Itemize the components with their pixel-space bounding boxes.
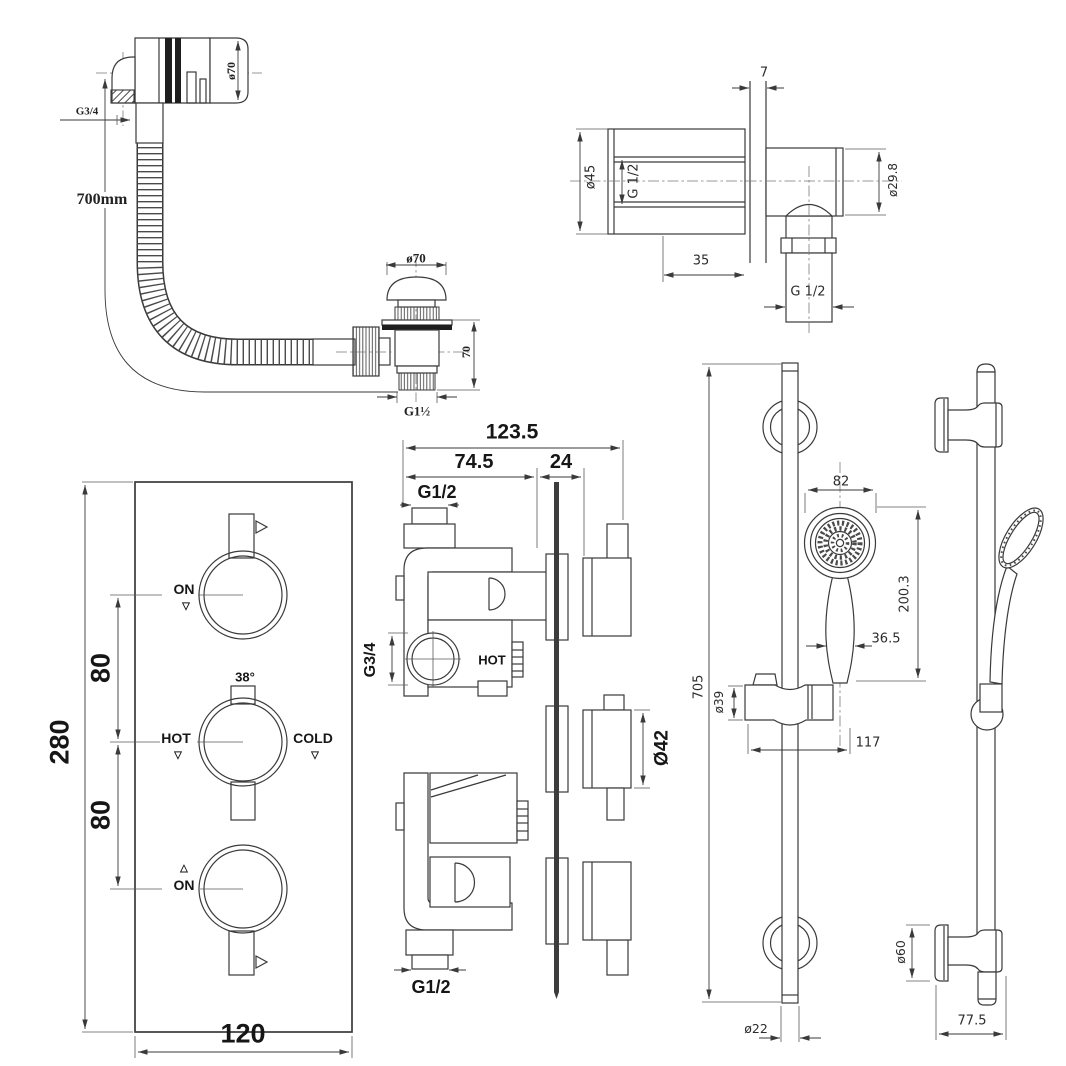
dim-knob-spacing-lower: 80 [85, 799, 116, 831]
triangle-up-icon: △ [180, 863, 188, 874]
triangle-down-icon: ▽ [182, 601, 190, 612]
dim-plate-thickness: 7 [759, 65, 769, 81]
dim-waste-outlet-thread: G1½ [403, 403, 431, 419]
dim-knob-spacing-upper: 80 [85, 652, 116, 684]
dim-bracket-depth: 77.5 [957, 1013, 987, 1029]
dim-slider-dia: ø39 [712, 690, 726, 714]
dim-waste-body-height: 70 [459, 346, 473, 358]
dim-valve-trim-depth: 24 [549, 451, 573, 473]
dim-slider-width: 117 [855, 735, 881, 751]
dim-waste-cap-dia: ø70 [406, 250, 426, 266]
dim-hose-length: 700mm [73, 192, 131, 208]
dim-valve-overall-depth: 123.5 [485, 420, 539, 444]
dim-bottom-port-thread: G1/2 [411, 977, 451, 997]
triangle-down-icon: ▽ [174, 750, 182, 761]
label-cold: COLD [293, 730, 333, 746]
label-bottom-knob-on: ON [173, 877, 195, 893]
dim-wall-thread: G 1/2 [626, 163, 642, 199]
label-valve-hot: HOT [478, 652, 506, 668]
triangle-down-icon: ▽ [311, 750, 319, 761]
drawing-valve-faceplate [82, 481, 353, 1058]
dim-rail-height: 705 [691, 674, 707, 700]
dim-flange-dia: ø45 [583, 164, 599, 190]
label-temp-setting: 38° [235, 669, 255, 685]
dim-side-port-thread: G3/4 [362, 642, 379, 678]
dim-faceplate-width: 120 [220, 1018, 266, 1049]
label-hot: HOT [161, 730, 191, 746]
dim-outlet-thread: G 1/2 [790, 284, 826, 300]
dim-body-dia: ø29.8 [886, 162, 900, 198]
dim-knob-dia: Ø42 [651, 730, 673, 766]
drawing-slide-rail-side [906, 363, 1044, 1040]
dim-handle-width: 36.5 [871, 631, 901, 647]
drawing-outlet-elbow [570, 81, 902, 334]
dim-faceplate-height: 280 [44, 719, 75, 765]
dim-overflow-thread: G3/4 [75, 105, 99, 118]
drawing-slide-rail-front [702, 362, 926, 1042]
dim-rail-dia: ø22 [744, 1020, 768, 1036]
dim-overflow-dia: ø70 [224, 62, 238, 80]
dim-valve-body-depth: 74.5 [454, 451, 494, 473]
drawing-valve-body [388, 440, 650, 999]
dim-handset-head-width: 82 [832, 474, 850, 490]
dim-top-port-thread: G1/2 [417, 482, 457, 502]
dim-flange-depth: 35 [692, 253, 710, 269]
dim-handset-length: 200.3 [897, 575, 913, 613]
dim-bracket-dia: ø60 [892, 940, 908, 964]
label-top-knob-on: ON [173, 581, 195, 597]
drawing-bath-filler-waste [60, 37, 480, 403]
